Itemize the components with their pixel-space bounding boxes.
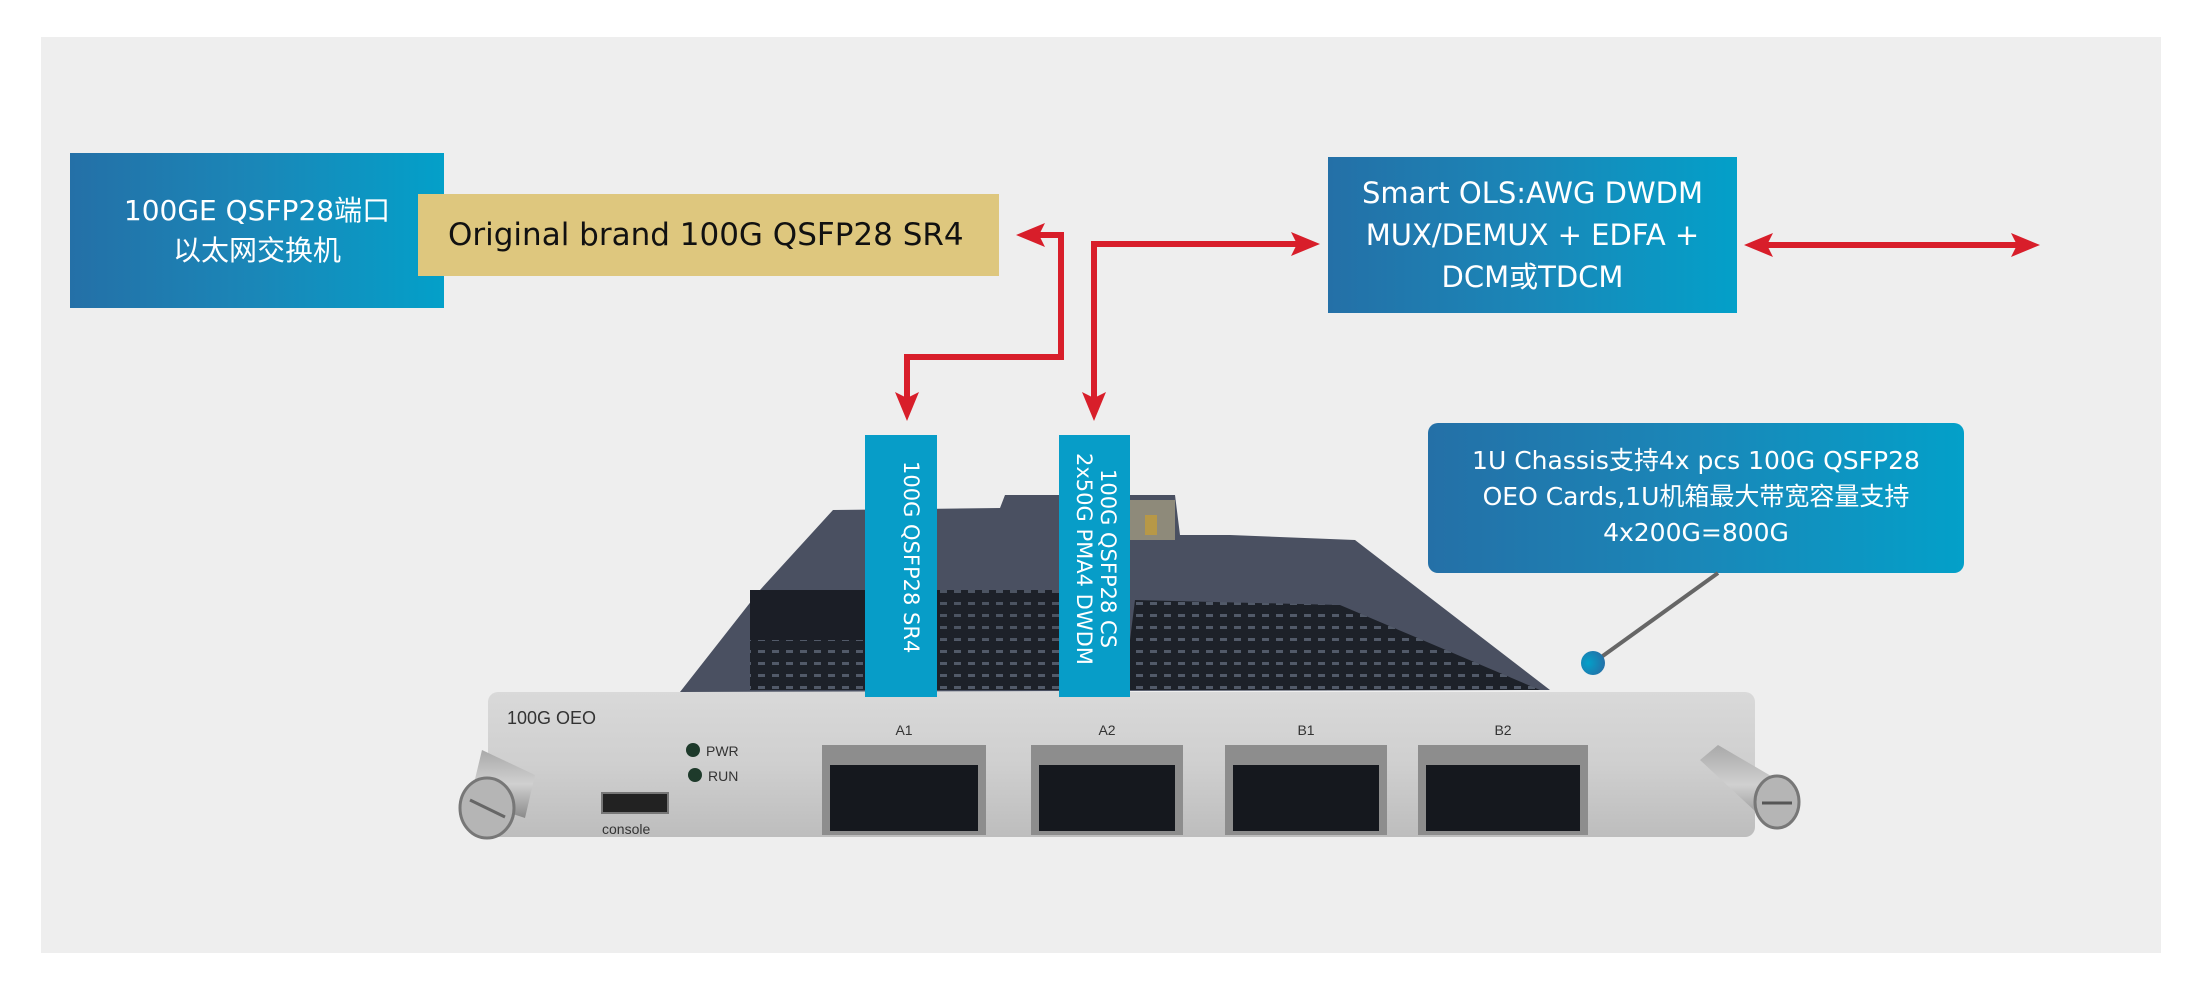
chassis-callout-line-1: 1U Chassis支持4x pcs 100G QSFP28 [1472, 446, 1920, 475]
port-label: B2 [1494, 722, 1511, 738]
led-run [688, 768, 702, 782]
ethernet-switch-box: 100GE QSFP28端口 以太网交换机 [70, 153, 444, 308]
led-run-label: RUN [708, 768, 738, 784]
switch-box-line-1: 100GE QSFP28端口 [123, 193, 391, 227]
right-thumbscrew [1700, 745, 1801, 830]
qsfp28-port-a2[interactable]: A2 [1031, 722, 1183, 835]
console-port[interactable] [601, 792, 669, 814]
ols-box-line-1: Smart OLS:AWG DWDM [1361, 176, 1704, 210]
chassis-callout: 1U Chassis支持4x pcs 100G QSFP28 OEO Cards… [1428, 423, 1964, 573]
vertical-label-sr4: 100G QSFP28 SR4 [865, 435, 937, 697]
port-label: B1 [1297, 722, 1314, 738]
ols-box-line-2: MUX/DEMUX + EDFA + [1365, 218, 1700, 252]
left-thumbscrew [458, 750, 535, 840]
console-label: console [602, 821, 650, 837]
chassis-callout-line-3: 4x200G=800G [1603, 518, 1789, 547]
chassis-callout-line-2: OEO Cards,1U机箱最大带宽容量支持 [1482, 482, 1910, 511]
qsfp28-port-b1[interactable]: B1 [1225, 722, 1387, 835]
arrow-module-to-a1-line [904, 232, 1064, 398]
arrowhead-down-icon [895, 392, 919, 421]
port-opening [1426, 765, 1580, 831]
led-pwr [686, 743, 700, 757]
port-label: A1 [895, 722, 912, 738]
port-label: A2 [1098, 722, 1115, 738]
sr4-module-box: Original brand 100G QSFP28 SR4 [418, 194, 999, 276]
arrowhead-right-icon [1291, 232, 1320, 256]
ols-box-line-3: DCM或TDCM [1441, 260, 1624, 294]
port-opening [1039, 765, 1175, 831]
port-opening [1233, 765, 1379, 831]
arrowhead-right-icon [2011, 233, 2040, 257]
qsfp28-port-a1[interactable]: A1 [822, 722, 986, 835]
callout-anchor-dot [1581, 651, 1605, 675]
callout-leader-line [1591, 571, 1720, 665]
module-box-label: Original brand 100G QSFP28 SR4 [448, 217, 964, 253]
arrowhead-down-icon [1082, 392, 1106, 421]
smart-ols-box: Smart OLS:AWG DWDM MUX/DEMUX + EDFA + DC… [1328, 157, 1737, 313]
arrowhead-left-icon [1744, 233, 1773, 257]
led-pwr-label: PWR [706, 743, 739, 759]
qsfp28-port-b2[interactable]: B2 [1418, 722, 1588, 835]
vertical-label-dwdm: 100G QSFP28 CS 2x50G PMA4 DWDM [1059, 435, 1130, 697]
card-model-label: 100G OEO [507, 708, 596, 728]
arrow-a2-to-ols-line [1091, 241, 1298, 405]
arrowhead-left-icon [1016, 223, 1045, 247]
switch-box-line-2: 以太网交换机 [172, 233, 341, 267]
port-opening [830, 765, 978, 831]
card-component [1145, 515, 1157, 535]
